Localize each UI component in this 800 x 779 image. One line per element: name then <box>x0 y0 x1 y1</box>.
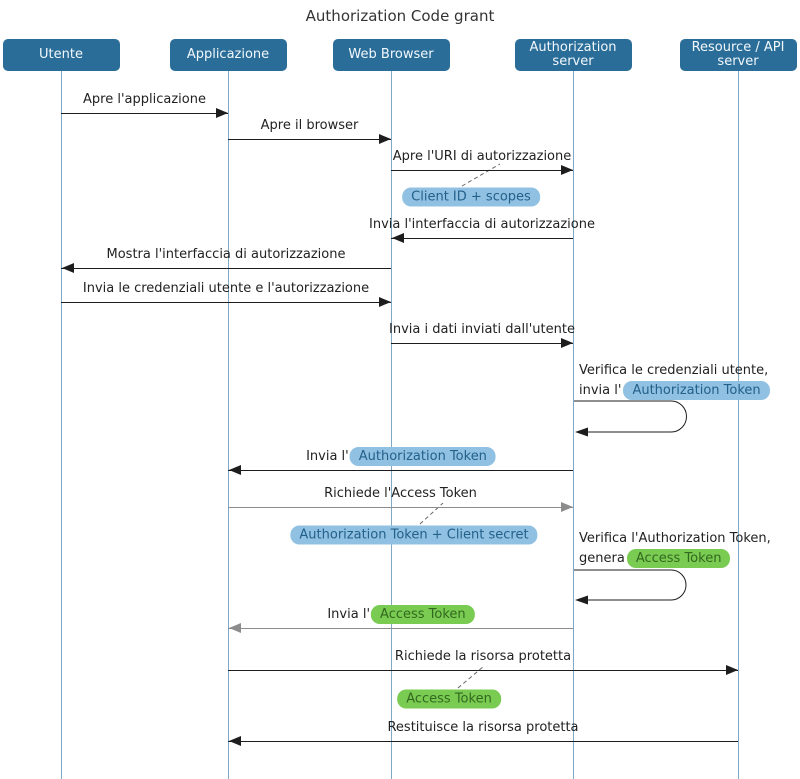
message-line <box>228 470 573 471</box>
token-pill: Access Token <box>371 604 475 624</box>
message-label: Restituisce la risorsa protetta <box>386 716 579 738</box>
token-pill: Client ID + scopes <box>402 187 540 207</box>
message-line <box>61 302 391 303</box>
actor-utente: Utente <box>2 39 120 71</box>
label-text: Invia l'interfaccia di autorizzazione <box>369 216 595 232</box>
actor-label: server <box>552 54 594 69</box>
arrowhead-icon <box>726 665 738 675</box>
self-note-line: invia l'Authorization Token <box>579 380 770 400</box>
message-label: Mostra l'interfaccia di autorizzazione <box>106 243 347 265</box>
lifeline-resource-api-server <box>738 71 739 779</box>
message-label: Apre il browser <box>260 114 360 136</box>
arrowhead-icon <box>561 338 573 348</box>
token-pill: Authorization Token <box>349 446 496 466</box>
token-pill: Authorization Token + Client secret <box>290 525 538 545</box>
self-loop-arrow <box>574 569 687 601</box>
label-text: Invia l' <box>306 448 349 464</box>
label-text: Richiede l'Access Token <box>324 485 477 501</box>
actor-label: Utente <box>39 46 83 62</box>
token-pill: Access Token <box>626 548 731 568</box>
message-line <box>228 741 738 742</box>
arrowhead-icon <box>561 165 573 175</box>
diagram-title: Authorization Code grant <box>305 7 495 25</box>
token-pill: Authorization Token <box>623 380 770 400</box>
arrowhead-icon <box>62 263 74 273</box>
arrowhead-icon <box>392 233 404 243</box>
lifeline-utente <box>61 71 62 779</box>
message-line <box>391 238 573 239</box>
message-line <box>61 113 228 114</box>
message-line <box>61 268 391 269</box>
self-loop-arrow <box>574 400 687 433</box>
token-pill: Access Token <box>397 689 501 709</box>
arrowhead-icon <box>229 736 241 746</box>
label-text: Apre l'URI di autorizzazione <box>392 148 572 164</box>
arrowhead-icon <box>229 623 241 633</box>
note: Client ID + scopes <box>402 187 540 207</box>
actor-applicazione: Applicazione <box>169 39 287 71</box>
label-text: Verifica le credenziali utente, <box>579 362 769 378</box>
arrowhead-icon <box>229 465 241 475</box>
message-label: Invia l'Access Token <box>326 603 475 625</box>
arrowhead-icon <box>561 502 573 512</box>
self-loop-arrowhead-icon <box>575 595 588 605</box>
message-label: Apre l'applicazione <box>82 88 207 110</box>
message-line <box>391 170 573 171</box>
arrowhead-icon <box>379 297 391 307</box>
message-label: Invia l'Authorization Token <box>305 445 496 467</box>
actor-label: server <box>717 54 759 69</box>
label-text: Invia l' <box>327 606 371 622</box>
label-text: Restituisce la risorsa protetta <box>387 719 579 735</box>
arrowhead-icon <box>216 108 228 118</box>
message-label: Richiede l'Access Token <box>323 482 478 504</box>
arrowhead-icon <box>379 134 391 144</box>
actor-label: Authorization <box>529 39 617 55</box>
note: Authorization Token + Client secret <box>290 525 538 545</box>
message-line <box>228 507 573 508</box>
label-text: Apre l'applicazione <box>83 91 206 107</box>
lifeline-web-browser <box>391 71 392 779</box>
note-connector <box>461 163 501 187</box>
message-label: Invia le credenziali utente e l'autorizz… <box>82 277 370 299</box>
lifeline-applicazione <box>228 71 229 779</box>
message-label: Apre l'URI di autorizzazione <box>392 145 572 167</box>
actor-label: Applicazione <box>186 46 270 62</box>
message-line <box>391 343 573 344</box>
label-text: invia l' <box>579 382 622 398</box>
label-text: Invia le credenziali utente e l'autorizz… <box>82 280 370 296</box>
label-text: Mostra l'interfaccia di autorizzazione <box>106 246 346 262</box>
message-line <box>228 139 391 140</box>
actor-label: Resource / API <box>691 39 785 55</box>
message-label: Invia i dati inviati dall'utente <box>388 318 576 340</box>
label-text: Richiede la risorsa protetta <box>394 648 572 664</box>
message-line <box>228 670 738 671</box>
self-loop-arrowhead-icon <box>575 427 588 437</box>
label-text: genera <box>579 550 625 566</box>
label-text: Invia i dati inviati dall'utente <box>389 321 575 337</box>
actor-web-browser: Web Browser <box>332 39 450 71</box>
note: Access Token <box>397 689 501 709</box>
message-label: Richiede la risorsa protetta <box>394 645 572 667</box>
message-label: Invia l'interfaccia di autorizzazione <box>368 213 596 235</box>
self-note-line: Verifica le credenziali utente, <box>579 360 770 380</box>
label-text: Verifica l'Authorization Token, <box>579 530 771 546</box>
self-note-line: Verifica l'Authorization Token, <box>579 528 773 548</box>
message-line <box>228 628 573 629</box>
label-text: Apre il browser <box>260 117 359 133</box>
self-note: Verifica le credenziali utente, invia l'A… <box>579 360 770 400</box>
lifeline-authorization-server <box>573 71 574 779</box>
actor-label: Web Browser <box>348 46 434 62</box>
